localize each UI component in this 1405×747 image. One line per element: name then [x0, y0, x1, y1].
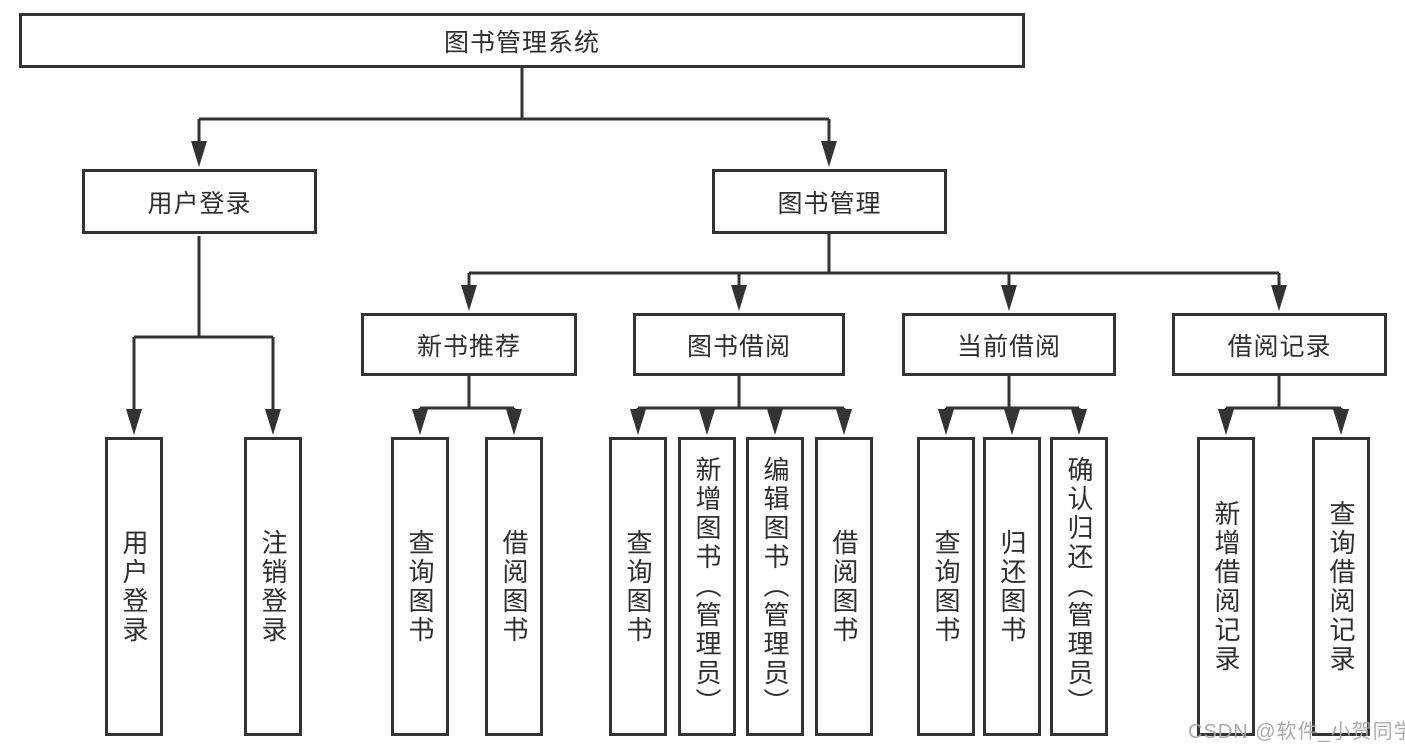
leaf-user-login: 用户登录: [105, 437, 163, 736]
node-new-book-recommendation: 新书推荐: [361, 313, 577, 376]
leaf-borrow-book-label: 借阅图书: [829, 528, 859, 645]
node-library-management-system: 图书管理系统: [19, 13, 1025, 68]
leaf-query-books-recommend: 查询图书: [391, 437, 449, 736]
arrowheads: [126, 141, 1349, 435]
leaf-confirm-return-admin: 确认归还（管理员）: [1050, 437, 1108, 736]
leaf-query-books-borrowing-label: 查询图书: [623, 528, 653, 645]
node-book-borrowing: 图书借阅: [633, 313, 845, 376]
leaf-query-borrow-record: 查询借阅记录: [1312, 437, 1370, 736]
leaf-add-borrow-record: 新增借阅记录: [1197, 437, 1255, 736]
leaf-query-books-current-label: 查询图书: [931, 528, 961, 645]
leaf-query-books-recommend-label: 查询图书: [405, 528, 435, 645]
node-borrow-records: 借阅记录: [1172, 313, 1387, 376]
leaf-add-borrow-record-label: 新增借阅记录: [1211, 499, 1241, 674]
csdn-watermark: CSDN @软件_小贺同学: [1188, 721, 1405, 743]
leaf-edit-book-admin-label: 编辑图书（管理员）: [760, 456, 790, 717]
leaf-edit-book-admin: 编辑图书（管理员）: [746, 437, 804, 736]
leaf-borrow-book-recommend: 借阅图书: [485, 437, 543, 736]
node-user-login: 用户登录: [82, 169, 317, 234]
leaf-user-login-label: 用户登录: [119, 528, 149, 645]
leaf-return-book: 归还图书: [983, 437, 1041, 736]
leaf-borrow-book-recommend-label: 借阅图书: [499, 528, 529, 645]
leaf-query-books-current: 查询图书: [917, 437, 975, 736]
leaf-return-book-label: 归还图书: [997, 528, 1027, 645]
leaf-add-book-admin: 新增图书（管理员）: [678, 437, 736, 736]
leaf-confirm-return-admin-label: 确认归还（管理员）: [1064, 456, 1094, 717]
leaf-logout: 注销登录: [244, 437, 302, 736]
leaf-logout-label: 注销登录: [258, 528, 288, 645]
node-current-borrowing: 当前借阅: [902, 313, 1116, 376]
leaf-add-book-admin-label: 新增图书（管理员）: [692, 456, 722, 717]
node-book-management: 图书管理: [712, 169, 947, 234]
leaf-borrow-book: 借阅图书: [815, 437, 873, 736]
leaf-query-books-borrowing: 查询图书: [609, 437, 667, 736]
leaf-query-borrow-record-label: 查询借阅记录: [1326, 499, 1356, 674]
